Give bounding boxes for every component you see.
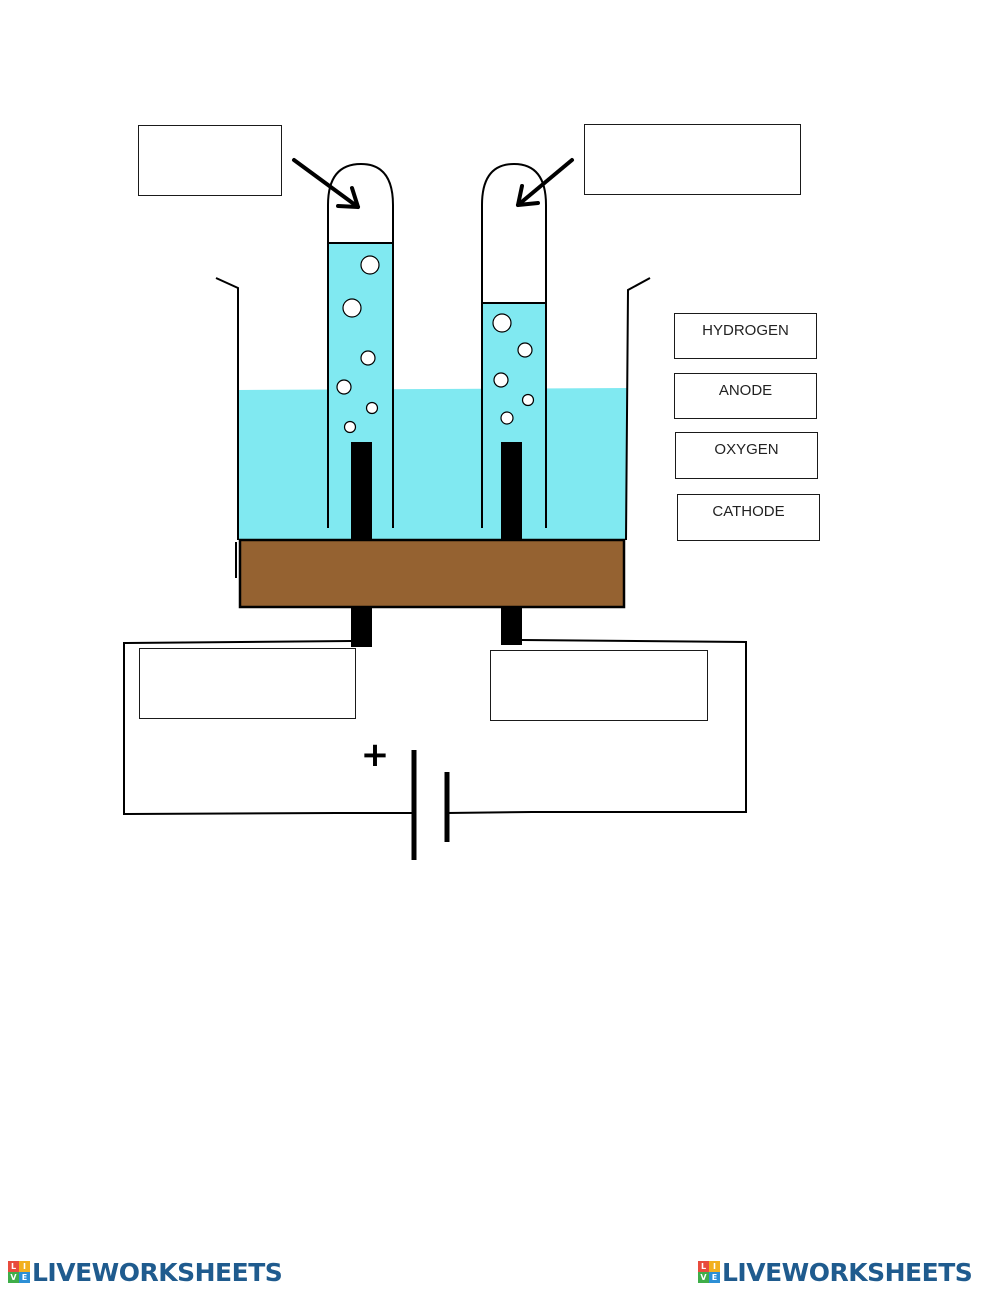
answer-box-left-electrode[interactable] bbox=[139, 648, 356, 719]
right-arrow bbox=[516, 158, 574, 207]
right-test-tube bbox=[481, 162, 547, 528]
brand-logo-icon: L I V E bbox=[8, 1261, 30, 1283]
brand-right: L I V E LIVEWORKSHEETS bbox=[698, 1257, 973, 1287]
right-circuit-wire bbox=[446, 639, 747, 814]
gas-bubble bbox=[493, 372, 509, 388]
gas-bubble bbox=[521, 393, 535, 407]
left-arrow bbox=[292, 158, 360, 209]
word-tile-cathode[interactable]: CATHODE bbox=[677, 494, 820, 541]
beaker-left-wall bbox=[215, 277, 239, 540]
brand-left: L I V E LIVEWORKSHEETS bbox=[8, 1257, 283, 1287]
left-electrode bbox=[351, 442, 372, 540]
brand-logo-icon: L I V E bbox=[698, 1261, 720, 1283]
answer-box-right-gas[interactable] bbox=[584, 124, 801, 195]
gas-bubble bbox=[365, 401, 379, 415]
gas-bubble bbox=[343, 420, 357, 434]
word-tile-anode[interactable]: ANODE bbox=[674, 373, 817, 419]
right-tube-fill bbox=[481, 303, 547, 390]
brand-text: LIVEWORKSHEETS bbox=[722, 1257, 973, 1287]
right-electrode bbox=[501, 442, 522, 540]
gas-bubble bbox=[336, 379, 352, 395]
left-electrode-terminal bbox=[351, 607, 372, 647]
answer-box-left-gas[interactable] bbox=[138, 125, 282, 196]
left-test-tube bbox=[327, 162, 394, 528]
gas-bubble bbox=[360, 350, 376, 366]
gas-bubble bbox=[342, 298, 362, 318]
left-circuit-wire bbox=[123, 640, 413, 816]
gas-bubble bbox=[500, 411, 514, 425]
right-tube-bubbles bbox=[492, 313, 535, 425]
word-tile-oxygen[interactable]: OXYGEN bbox=[675, 432, 818, 479]
electrode-stand bbox=[238, 538, 626, 609]
brand-text: LIVEWORKSHEETS bbox=[32, 1257, 283, 1287]
gas-bubble bbox=[360, 255, 380, 275]
word-tile-hydrogen[interactable]: HYDROGEN bbox=[674, 313, 817, 359]
answer-box-right-electrode[interactable] bbox=[490, 650, 708, 721]
gas-bubble bbox=[517, 342, 533, 358]
battery-positive-sign: + bbox=[361, 735, 390, 775]
left-tube-fill bbox=[327, 243, 394, 390]
electrolyte bbox=[238, 388, 628, 540]
right-electrode-terminal bbox=[501, 607, 522, 645]
beaker-right-wall bbox=[625, 277, 651, 541]
gas-bubble bbox=[492, 313, 512, 333]
left-tube-bubbles bbox=[336, 255, 380, 434]
